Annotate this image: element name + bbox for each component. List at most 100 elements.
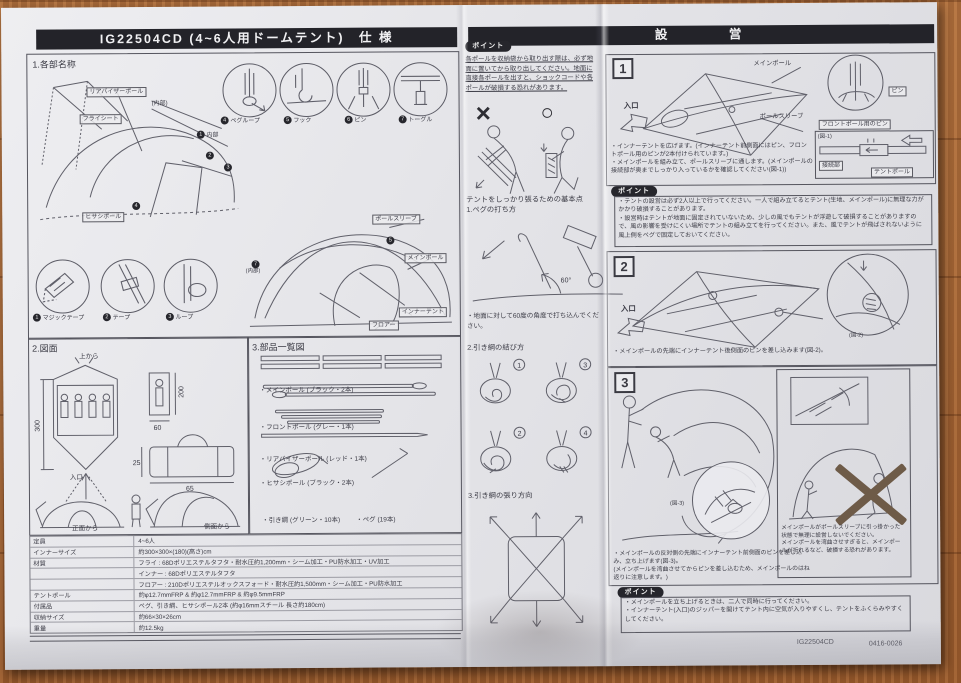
fig1-pole-joint [819, 134, 927, 157]
peg-hammer-figure: 60° [472, 224, 623, 302]
knot-title: 2.引き綱の結び方 [467, 342, 525, 353]
callout-3: 3 [223, 158, 232, 176]
section2-title: 2.図面 [32, 343, 58, 354]
svg-text:3: 3 [583, 362, 587, 369]
footer-print-code: 0416-0026 [868, 640, 903, 648]
sleeve-snag-detail [795, 383, 860, 417]
step3-warning-text: メインポールがポールスリーブに引っ掛かった状態で無理に設営しないでください。 メ… [781, 524, 901, 554]
rope-direction-title: 3.引き綱の張り方向 [467, 490, 533, 501]
velcro-icon [42, 272, 75, 303]
step3-pin-detail [704, 488, 756, 523]
label-main-pole: メインポール [404, 253, 447, 264]
svg-text:4: 4 [584, 430, 588, 437]
svg-text:60: 60 [154, 425, 162, 432]
svg-text:200: 200 [178, 386, 185, 398]
page-bottom-rule [29, 633, 461, 637]
callout-5: 5 [386, 231, 395, 249]
caption-toggle: 7 トーグル [398, 114, 433, 124]
parts-item-mainpole: ・メインポール (ブラック・2本) [259, 386, 354, 395]
svg-text:25: 25 [133, 460, 141, 467]
step3-detail-circle [691, 461, 771, 540]
detail-circle-toggle [393, 62, 448, 117]
wrong-right-figures [475, 125, 579, 194]
entrance-arrow-step2 [617, 317, 645, 337]
pin-label-boxed: ピン [888, 86, 907, 97]
callout-4: 4 [132, 197, 141, 215]
caption-velcro: 1 マジックテープ [32, 312, 84, 323]
peg-drive-title: 1.ペグの打ち方 [466, 204, 517, 215]
pole-warning-text: 各ポールを収納袋から取り出す際は、必ず地面に置いてから取り出してください。地面に… [465, 55, 594, 92]
parts-item-peg: ・ペグ (19本) [356, 516, 396, 524]
step1-figure [642, 66, 808, 156]
step2-pin-detail [835, 260, 901, 330]
callout-7-interior: (内部) [245, 268, 261, 275]
step1-number: 1 [612, 58, 634, 80]
parts-item-rearvisorpole: ・リアバイザーポール (レッド・1本) [259, 455, 367, 464]
table-row: 重量約12.5kg [30, 620, 462, 633]
fig2-label: (図-2) [848, 332, 864, 339]
drawings-figure: 300 200 60 25 65 [35, 357, 241, 529]
svg-text:1: 1 [517, 363, 521, 370]
spec-page-header: IG22504CD (4~6人用ドームテント) 仕 様 [36, 27, 458, 50]
tape-icon [118, 264, 146, 304]
svg-text:60°: 60° [561, 276, 572, 284]
detail-circle-hook [279, 62, 334, 118]
detail-circle-pegloop [222, 63, 277, 118]
caption-pin: 6 ピン [344, 115, 367, 125]
hook-icon [287, 68, 327, 104]
step2-figure [631, 271, 823, 348]
detail-circle-tape [100, 258, 155, 314]
step1-pin-detail [838, 61, 875, 102]
detail-circle-pin [336, 62, 391, 117]
svg-text:65: 65 [186, 486, 194, 493]
manual-sheet: IG22504CD (4~6人用ドームテント) 仕 様 1.各部名称 リアバイザ… [0, 2, 942, 676]
step2-entrance-label: 入口 [620, 303, 636, 314]
pegloop-icon [242, 68, 266, 112]
toggle-icon [400, 75, 440, 106]
point2-text: ・メインポールを立ち上げるときは、二人で同時に行ってください。 ・インナーテント… [624, 597, 903, 623]
parts-item-frontpole: ・フロントポール (グレー・1本) [259, 423, 354, 432]
parts-item-hisashipole: ・ヒサシポール (ブラック・2本) [259, 479, 355, 488]
label-flysheet: フライシート [79, 114, 122, 125]
step1-polesleeve-label: ポールスリーブ [759, 112, 804, 121]
loop-icon [183, 264, 207, 304]
label-hisashi-pole: ヒサシポール [82, 212, 125, 223]
joint-label: 接続部 [818, 160, 844, 171]
pin-icon [347, 67, 380, 110]
detail-circle-loop [163, 258, 218, 313]
svg-text:300: 300 [35, 420, 42, 432]
fig3-label: (図-3) [670, 500, 685, 507]
callout-2: 2 [205, 147, 214, 165]
footer-model-code: IG22504CD [796, 638, 834, 647]
label-from-side: 側面から [204, 523, 231, 531]
setup-page-header: 設 営 [468, 24, 935, 47]
label-floor: フロアー [368, 320, 399, 331]
point-badge-mid: ポイント [465, 40, 512, 53]
page-bottom-rule-2 [29, 638, 461, 642]
label-inner-tent: インナーテント [398, 307, 447, 318]
front-pin-label-boxed: フロントポール用のピン [818, 119, 891, 130]
tentpole-label: テントポール [870, 167, 914, 178]
label-pole-sleeve: ポールスリーブ [372, 214, 420, 225]
callout-1-interior: 1 内部 [196, 130, 219, 140]
warning-inset-frame [790, 376, 869, 426]
step2-detail-circle [826, 253, 910, 336]
point1-text: ・テントの設営は必ず2人以上で行ってください。一人で組み立てるとテント(生地、メ… [618, 196, 924, 239]
step1-text: ・インナーテントを広げます。(インナーテント前側面にはピン、フロントポール用のピ… [610, 141, 813, 174]
step2-text: ・メインポールの先端にインナーテント後側面のピンを差し込みます(図-2)。 [613, 346, 827, 356]
svg-text:2: 2 [518, 431, 522, 438]
parts-item-rope: ・引き綱 (グリーン・10本) [262, 516, 341, 525]
basics-title: テントをしっかり張るための基本点 [466, 194, 583, 205]
detail-circle-velcro [35, 259, 90, 314]
knot-figures: 1 3 2 4 [479, 358, 592, 474]
peg-angle-note: ・地面に対して60度の角度で打ち込んでください。 [466, 312, 599, 330]
parts-figure [260, 354, 442, 479]
caption-hook: 5 フック [283, 115, 312, 125]
caption-pegloop: 4 ペグループ [220, 115, 260, 125]
step1-mainpole-label: メインポール [753, 60, 792, 68]
entrance-arrow-step1 [619, 113, 648, 133]
rope-direction-figure [489, 512, 584, 627]
caption-tape: 2 テープ [102, 312, 130, 322]
